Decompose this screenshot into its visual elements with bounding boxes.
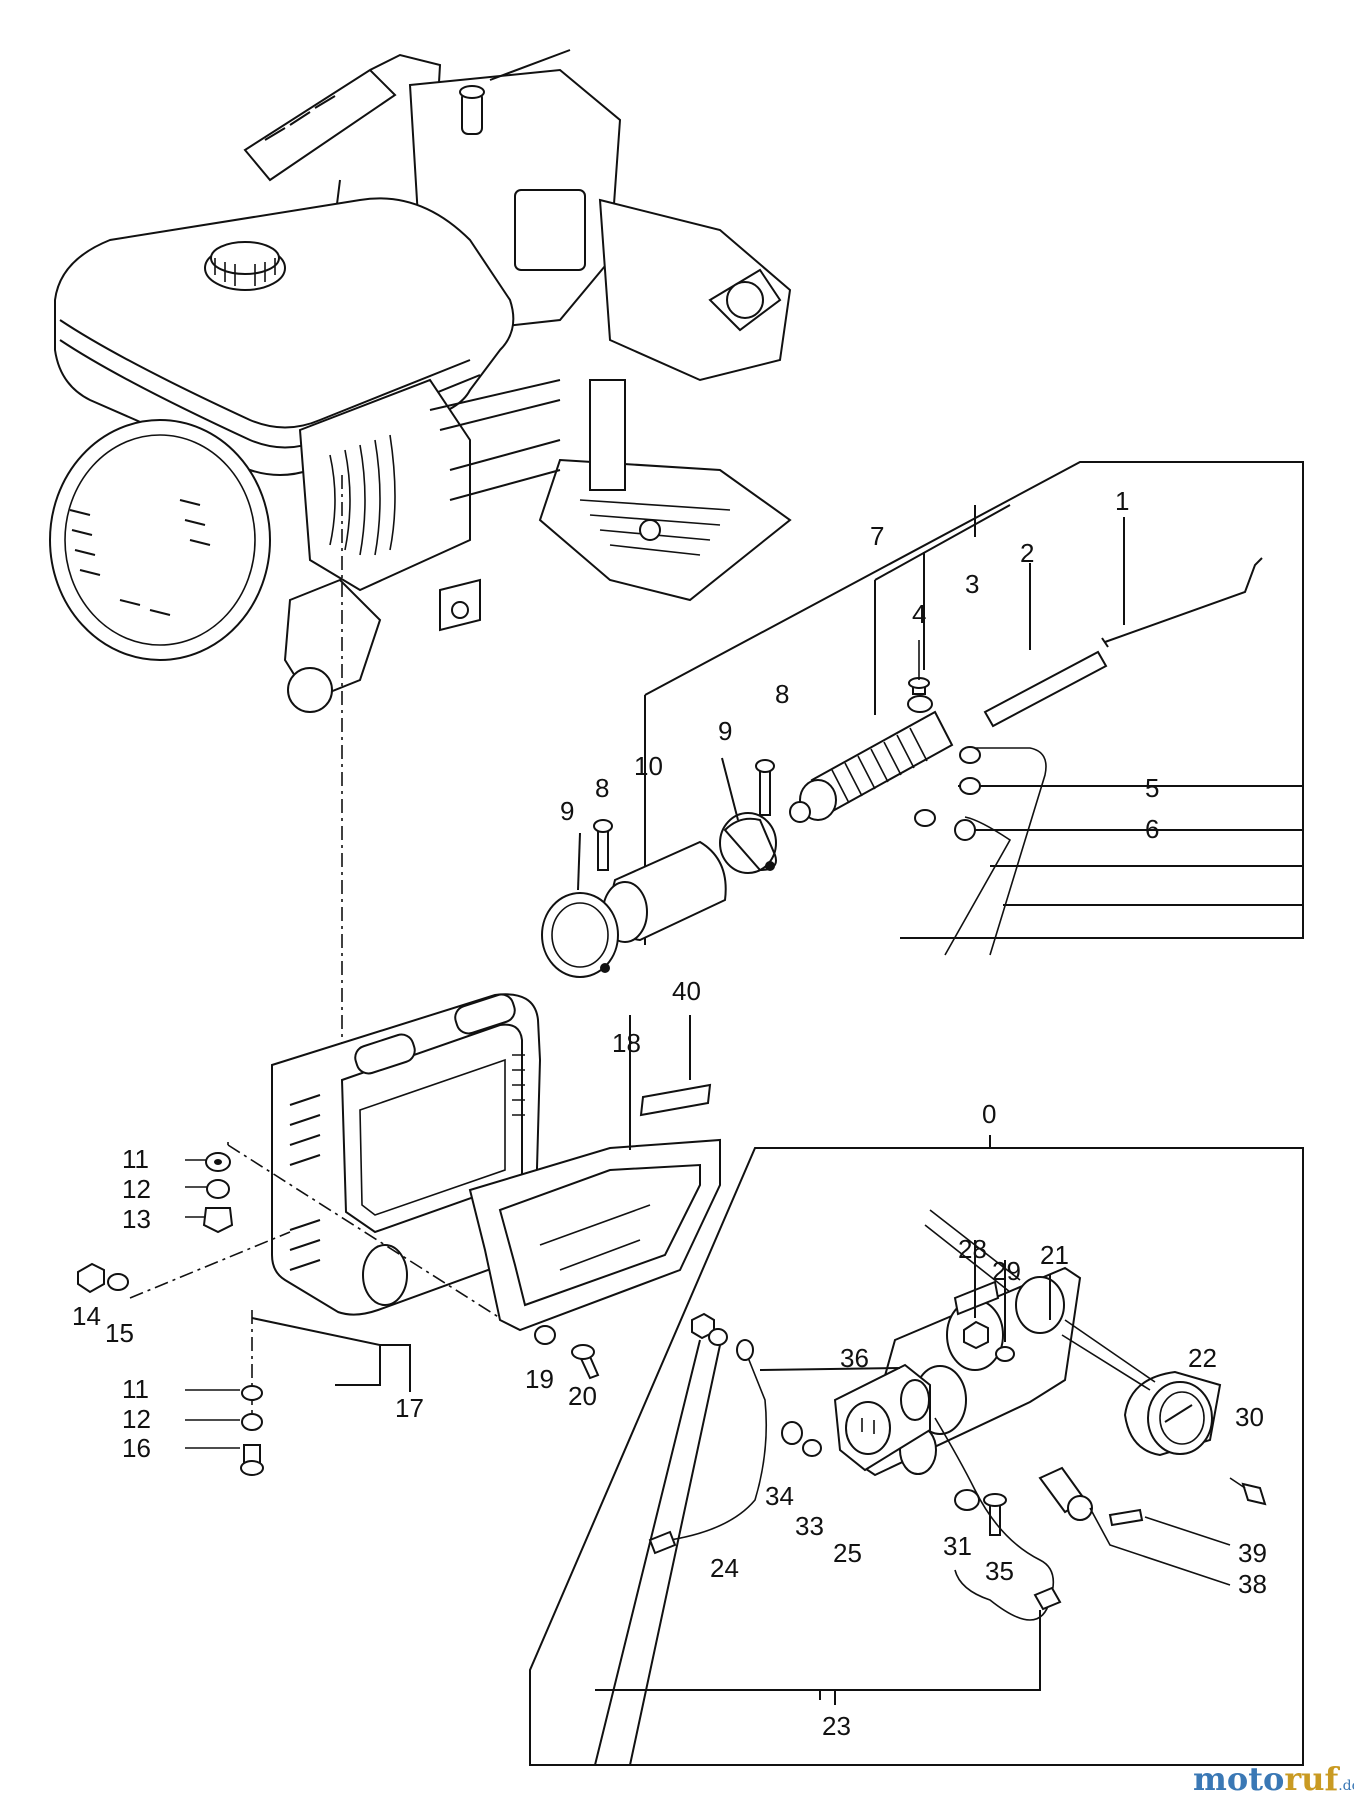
label-part-36: 36 (840, 1343, 869, 1373)
label-part-29: 29 (992, 1256, 1021, 1286)
label-part-5: 5 (1145, 773, 1159, 803)
label-part-19: 19 (525, 1364, 554, 1394)
label-part-22: 22 (1188, 1343, 1217, 1373)
label-part-11-bottom: 11 (122, 1374, 149, 1404)
watermark-part1: moto (1193, 1760, 1284, 1798)
label-part-14: 14 (72, 1301, 101, 1331)
label-part-2: 2 (1020, 538, 1034, 568)
label-part-11-top: 11 (122, 1144, 149, 1174)
label-part-16: 16 (122, 1433, 151, 1463)
label-part-40: 40 (672, 976, 701, 1006)
svg-text:motoruf.de: motoruf.de (1193, 1760, 1354, 1798)
label-part-15: 15 (105, 1318, 134, 1348)
label-part-4: 4 (912, 599, 926, 629)
label-part-18: 18 (612, 1028, 641, 1058)
engine-assembly (49, 49, 792, 1075)
label-part-39: 39 (1238, 1538, 1267, 1568)
part-labels: 1 2 3 4 5 6 7 8 8 9 9 10 40 18 0 11 12 1… (72, 486, 1267, 1741)
label-part-28: 28 (958, 1234, 987, 1264)
label-part-0: 0 (982, 1099, 996, 1129)
label-part-35: 35 (985, 1556, 1014, 1586)
label-part-8-left: 8 (595, 773, 609, 803)
label-part-13: 13 (122, 1204, 151, 1234)
label-part-30: 30 (1235, 1402, 1264, 1432)
label-part-17: 17 (395, 1393, 424, 1423)
label-part-9-right: 9 (718, 716, 732, 746)
label-part-12-bottom: 12 (122, 1404, 151, 1434)
label-part-24: 24 (710, 1553, 739, 1583)
control-panel-group (529, 1135, 1304, 1766)
label-part-34: 34 (765, 1481, 794, 1511)
motoruf-watermark: motoruf.de (1193, 1760, 1354, 1798)
label-part-38: 38 (1238, 1569, 1267, 1599)
label-part-8-right: 8 (775, 679, 789, 709)
frame-group (77, 993, 721, 1476)
label-part-6: 6 (1145, 814, 1159, 844)
label-part-10: 10 (634, 751, 663, 781)
label-part-33: 33 (795, 1511, 824, 1541)
label-part-25: 25 (833, 1538, 862, 1568)
label-part-31: 31 (943, 1531, 972, 1561)
muffler-heater-group (541, 461, 1304, 978)
label-part-21: 21 (1040, 1240, 1069, 1270)
watermark-part2: ruf (1284, 1760, 1340, 1798)
label-part-9-left: 9 (560, 796, 574, 826)
label-part-1: 1 (1115, 486, 1129, 516)
label-part-3: 3 (965, 569, 979, 599)
label-part-23: 23 (822, 1711, 851, 1741)
watermark-suffix: .de (1338, 1778, 1354, 1794)
label-part-7: 7 (870, 521, 884, 551)
label-part-12-top: 12 (122, 1174, 151, 1204)
label-part-20: 20 (568, 1381, 597, 1411)
